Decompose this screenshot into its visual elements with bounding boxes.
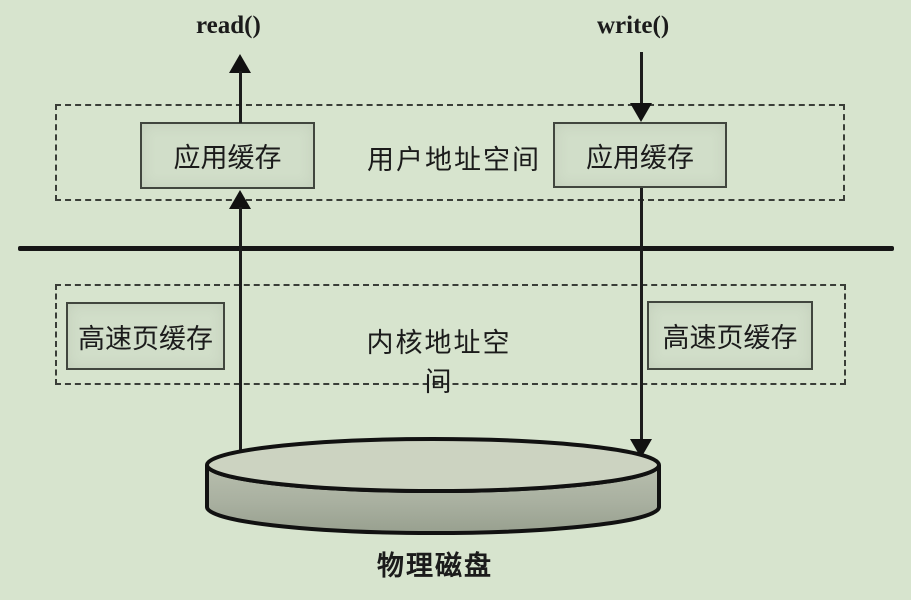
app-buffer-box-right: 应用缓存: [553, 122, 727, 188]
read-arrowhead-top-icon: [229, 54, 251, 73]
read-arrow-upper-line: [239, 71, 242, 123]
user-address-space-label: 用户地址空间: [367, 145, 541, 175]
write-call-label: write(): [597, 12, 670, 39]
disk-top-ellipse: [205, 437, 661, 493]
page-cache-box-left: 高速页缓存: [66, 302, 225, 370]
page-cache-right-label: 高速页缓存: [662, 323, 798, 353]
physical-disk-label: 物理磁盘: [377, 551, 493, 581]
kernel-address-space-label: 内核地址空间: [366, 328, 512, 397]
write-arrow-lower-line: [640, 188, 643, 440]
user-address-space-box: [55, 104, 845, 201]
user-kernel-divider-line: [18, 246, 894, 251]
app-buffer-box-left: 应用缓存: [140, 122, 315, 189]
read-arrow-lower-line: [239, 207, 242, 453]
app-buffer-left-label: 应用缓存: [173, 143, 282, 173]
kernel-address-space-box: [55, 284, 846, 385]
write-arrow-upper-line: [640, 52, 643, 105]
page-cache-box-right: 高速页缓存: [647, 301, 813, 370]
physical-disk-cylinder: [205, 437, 661, 535]
write-arrowhead-into-app-buffer-icon: [630, 103, 652, 122]
page-cache-left-label: 高速页缓存: [78, 323, 213, 354]
app-buffer-right-label: 应用缓存: [586, 142, 694, 173]
read-arrowhead-into-app-buffer-icon: [229, 190, 251, 209]
read-call-label: read(): [196, 12, 261, 39]
